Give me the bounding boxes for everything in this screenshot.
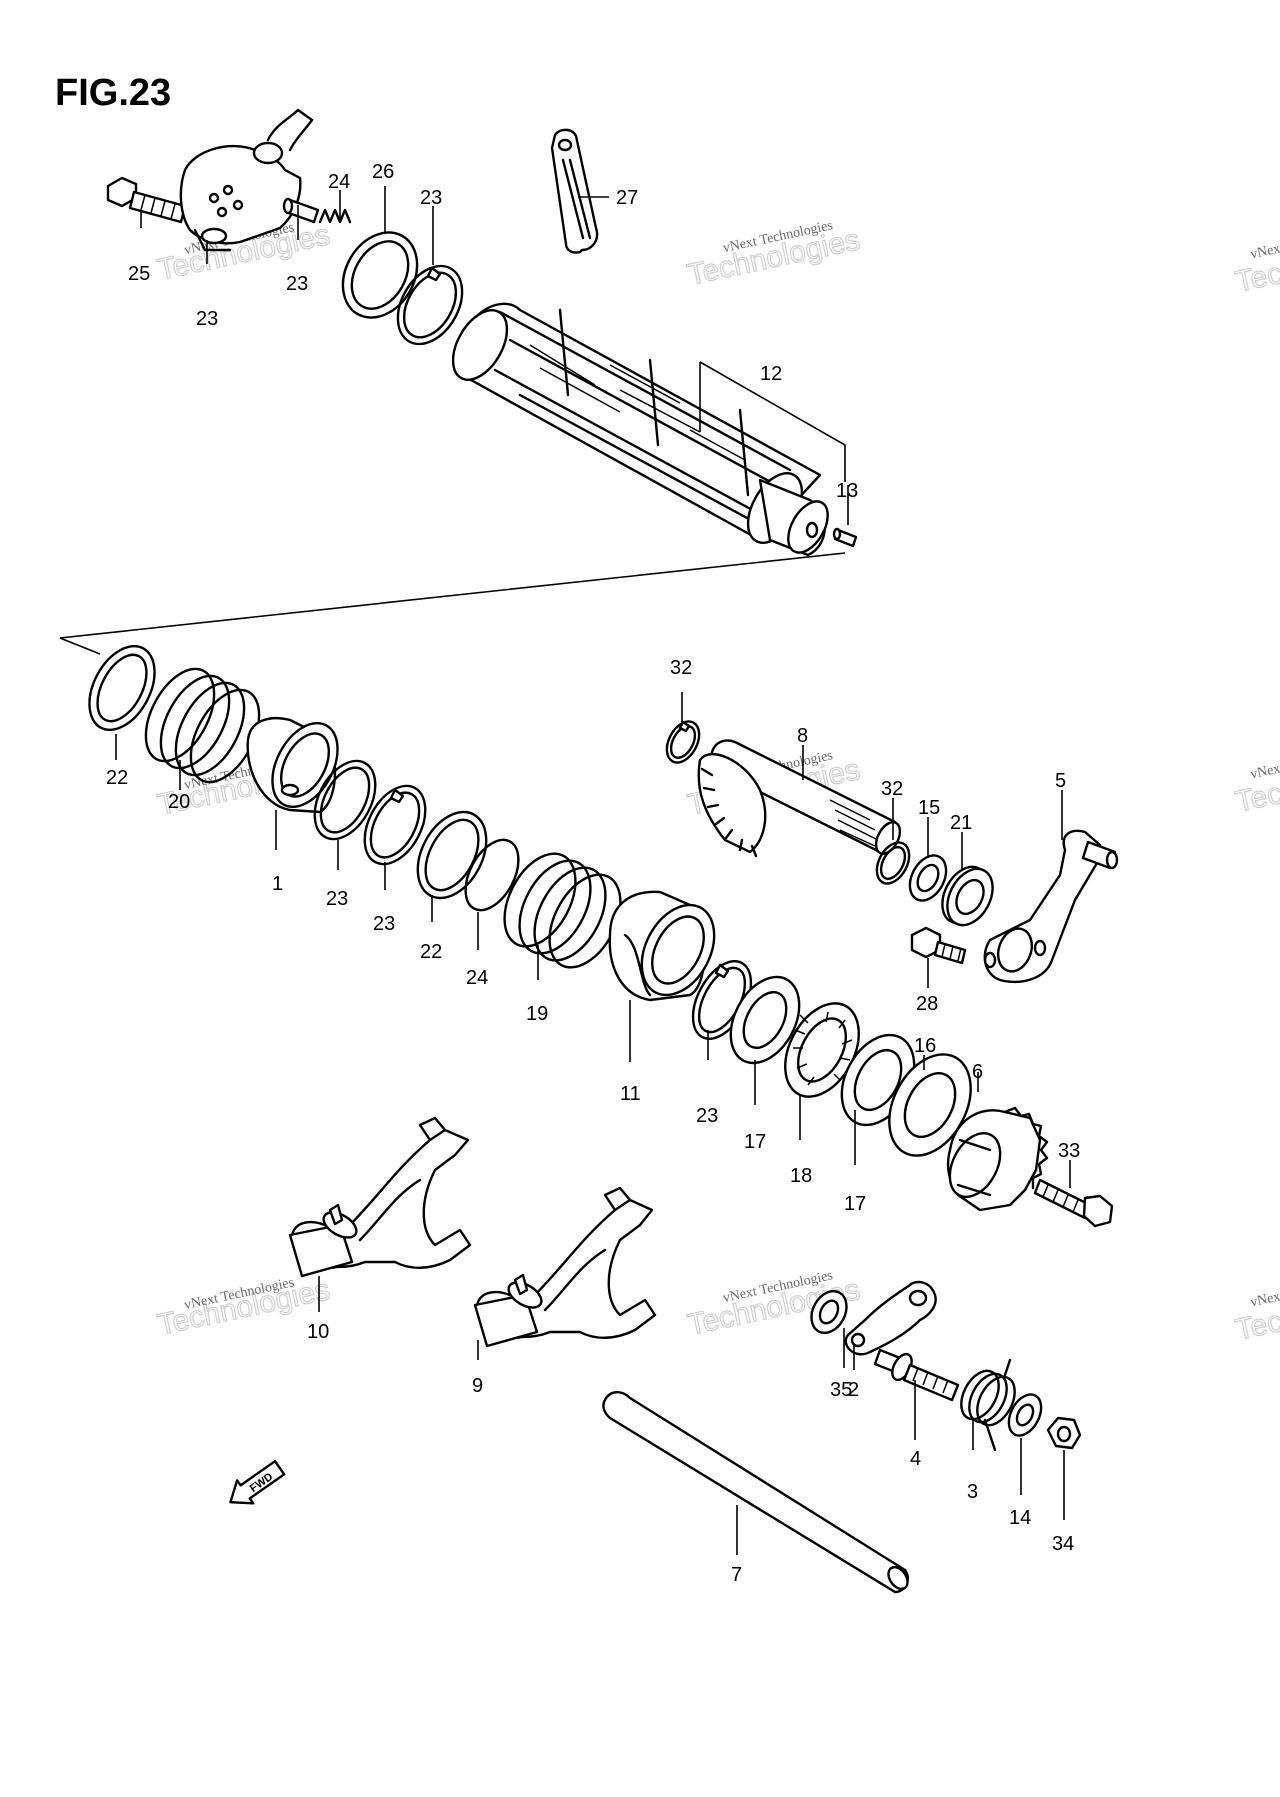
callout-23: 23 (326, 888, 348, 910)
callout-17: 17 (844, 1193, 866, 1215)
callout-12: 12 (760, 363, 782, 385)
callout-18: 18 (790, 1165, 812, 1187)
washer-16 (888, 1053, 972, 1157)
callout-3: 3 (967, 1481, 978, 1503)
callout-2: 2 (848, 1379, 859, 1401)
callout-labels: 25 23 23 24 26 23 27 12 13 22 20 1 23 23… (106, 161, 1080, 1586)
callout-23: 23 (373, 913, 395, 935)
washer-14 (1007, 1393, 1043, 1437)
circlip-32-a (665, 720, 701, 764)
callout-31: 27 (616, 187, 638, 209)
callout-17: 17 (744, 1131, 766, 1153)
washer-15 (908, 854, 948, 902)
return-spring-3 (960, 1358, 1016, 1452)
collar-1 (246, 717, 339, 814)
callout-27: 23 (196, 308, 218, 330)
callout-5: 5 (1055, 770, 1066, 792)
shift-fork-9 (473, 1186, 657, 1348)
callout-20: 19 (526, 1003, 548, 1025)
gearshift-shaft-8 (697, 739, 902, 858)
washer-25 (341, 231, 419, 319)
collar-11 (608, 890, 716, 1002)
callout-22: 22 (106, 767, 128, 789)
callout-6: 6 (972, 1061, 983, 1083)
callout-33: 33 (1058, 1140, 1080, 1162)
callout-32: 32 (881, 778, 903, 800)
fork-shaft-7 (602, 1391, 909, 1594)
stopper-plate-31 (550, 128, 599, 254)
bolt-26 (910, 926, 967, 965)
pin-28 (282, 197, 320, 224)
circlip-23-a (313, 759, 377, 841)
callout-22: 22 (420, 941, 442, 963)
fwd-arrow-icon: FWD (229, 1460, 286, 1505)
callout-14: 14 (1009, 1507, 1031, 1529)
washer-35 (810, 1289, 848, 1335)
figure-title: FIG.23 (55, 72, 172, 114)
nut-34 (1046, 1416, 1082, 1450)
watermark-text: vNext (1249, 241, 1280, 263)
wire-clip-24 (464, 838, 520, 912)
callout-23: 23 (696, 1105, 718, 1127)
gear-6 (946, 1106, 1049, 1212)
pin-13 (832, 527, 858, 548)
callout-11: 11 (620, 1083, 641, 1105)
callout-19: 21 (950, 812, 972, 834)
stopper-bolt-4 (873, 1348, 960, 1402)
callout-8: 8 (797, 725, 808, 747)
watermark-text: Technologies (1233, 230, 1280, 299)
callout-23: 23 (420, 187, 442, 209)
callout-35: 35 (830, 1379, 852, 1401)
spring-20 (503, 852, 622, 969)
callout-1: 1 (272, 873, 283, 895)
cam-stopper-plate-2 (844, 1280, 937, 1356)
callout-24: 24 (466, 967, 488, 989)
circlip-23-top (396, 264, 464, 346)
watermark-text: vNext (1249, 1289, 1280, 1311)
washer-22-left (88, 644, 156, 732)
watermark-text: vNext (1249, 761, 1280, 783)
bolt-30 (106, 176, 187, 224)
callout-32: 32 (670, 657, 692, 679)
callout-25: 26 (372, 161, 394, 183)
callout-34: 34 (1052, 1533, 1074, 1555)
callout-28: 23 (286, 273, 308, 295)
callout-9: 9 (472, 1375, 483, 1397)
shift-fork-10 (288, 1116, 472, 1278)
callout-30: 25 (128, 263, 150, 285)
shift-cam-12 (451, 302, 829, 557)
callout-10: 10 (307, 1321, 329, 1343)
oil-seal-19 (941, 865, 994, 927)
watermark-text: Technologies (1233, 750, 1280, 819)
gear-position-sensor-27 (179, 108, 314, 252)
perspective-line (59, 552, 846, 655)
callout-7: 7 (731, 1564, 742, 1586)
bolt-33 (1033, 1178, 1114, 1228)
callout-26: 28 (916, 993, 938, 1015)
shift-lever-5 (983, 829, 1119, 983)
callout-13: 13 (836, 480, 858, 502)
callout-15: 15 (918, 797, 940, 819)
circlip-23-b (363, 784, 427, 866)
spring-29 (318, 208, 352, 224)
needle-bearing-18 (784, 1002, 860, 1098)
washer-17-a (729, 975, 801, 1065)
callout-21: 20 (168, 791, 190, 813)
callout-29: 24 (328, 171, 350, 193)
watermark-text: Technologies (1233, 1278, 1280, 1347)
leader-lines (115, 186, 1071, 1555)
circlip-32-b (875, 841, 911, 885)
callout-16: 16 (914, 1035, 936, 1057)
callout-4: 4 (910, 1448, 921, 1470)
